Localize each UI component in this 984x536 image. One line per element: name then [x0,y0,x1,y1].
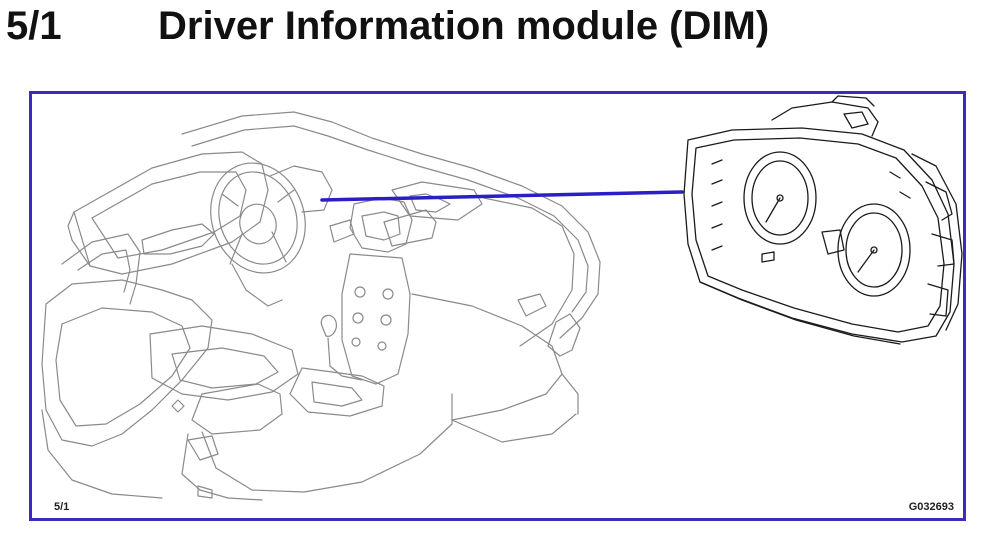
figure-reference-label: 5/1 [54,501,70,513]
figure-illustration [41,95,963,501]
drawing-code: G032693 [908,501,954,513]
section-number: 5/1 [6,4,62,48]
page-title: Driver Information module (DIM) [158,4,770,48]
car-interior-drawing [41,111,601,501]
figure-frame: 5/1 G032693 [29,91,966,521]
leader-line [320,190,684,202]
page-header: 5/1 Driver Information module (DIM) [0,0,984,70]
instrument-cluster-drawing [683,95,963,345]
